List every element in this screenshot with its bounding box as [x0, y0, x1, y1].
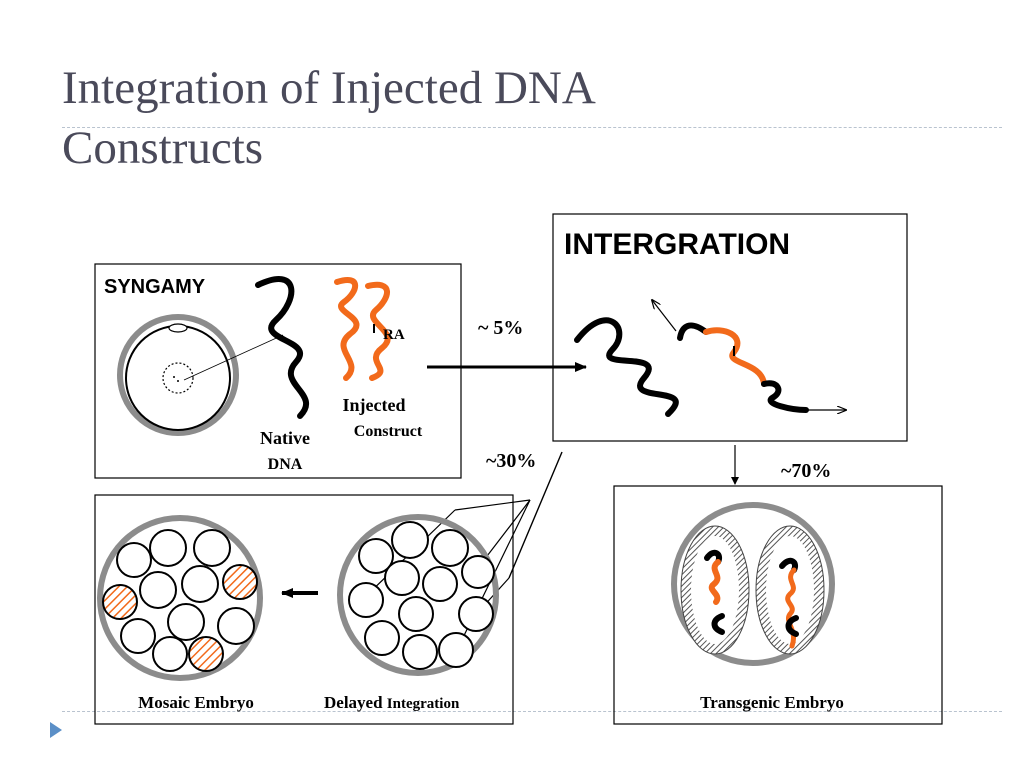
transgenic-embryo-label: Transgenic Embryo	[700, 693, 844, 712]
pct-5-label: ~ 5%	[478, 317, 523, 339]
pointer-line	[508, 451, 563, 579]
transgenic-panel: Transgenic Embryo	[613, 485, 943, 725]
transgenic-cell-left	[680, 525, 750, 655]
delayed-label: Delayed	[324, 693, 383, 712]
syngamy-panel: SYNGAMY RA Injected Construct Native DNA	[94, 263, 462, 479]
injected-construct-strand-1	[334, 277, 360, 381]
transgenic-cell	[222, 564, 258, 600]
strand-end-arrow-up	[652, 300, 677, 332]
integrated-native-dna-right	[761, 380, 809, 413]
mosaic-embryo	[97, 515, 263, 681]
mosaic-delayed-panel: Mosaic Embryo Delayed Integration	[94, 494, 514, 725]
transgenic-cell	[188, 636, 224, 672]
next-slide-arrow-icon[interactable]	[50, 722, 62, 738]
slide-title-line-2: Constructs	[62, 122, 264, 174]
pronucleus	[162, 362, 194, 394]
injected-construct-strand-2	[365, 281, 391, 381]
injected-label: Injected	[343, 395, 406, 415]
integrated-native-dna-left	[574, 317, 679, 417]
mosaic-embryo-label: Mosaic Embryo	[138, 693, 254, 712]
pct-70-label: ~70%	[781, 460, 831, 482]
transgenic-cell-right	[755, 525, 825, 655]
integration-box	[552, 213, 908, 442]
ra-label: RA	[383, 327, 405, 343]
dna-label: DNA	[268, 456, 303, 473]
syngamy-label: SYNGAMY	[104, 276, 206, 298]
zygote	[117, 314, 284, 436]
integration-panel: INTERGRATION	[552, 213, 908, 442]
pointer-line	[454, 499, 531, 511]
transgenic-box	[613, 485, 943, 725]
integrated-native-dna-top	[677, 322, 709, 341]
slide-title: Integration of Injected DNA Constructs	[62, 58, 962, 178]
callout-line	[183, 334, 284, 381]
native-dna-strand	[255, 276, 310, 419]
delayed-integration-embryo	[337, 514, 499, 676]
mosaic-delayed-box	[94, 494, 514, 725]
integrated-construct-segment	[703, 327, 767, 387]
syngamy-box	[94, 263, 462, 479]
title-divider	[62, 127, 1002, 128]
integration-label: Integration	[387, 696, 460, 712]
transgenic-cell	[102, 584, 138, 620]
pct-30-label: ~30%	[486, 450, 536, 472]
delayed-integration-label: Delayed Integration	[324, 693, 460, 712]
footer-divider	[62, 711, 1002, 712]
construct-label: Construct	[354, 423, 423, 440]
polar-body	[168, 323, 188, 333]
integration-heading: INTERGRATION	[564, 228, 790, 261]
native-label: Native	[260, 428, 310, 448]
slide-title-line-1: Integration of Injected DNA	[62, 62, 596, 114]
